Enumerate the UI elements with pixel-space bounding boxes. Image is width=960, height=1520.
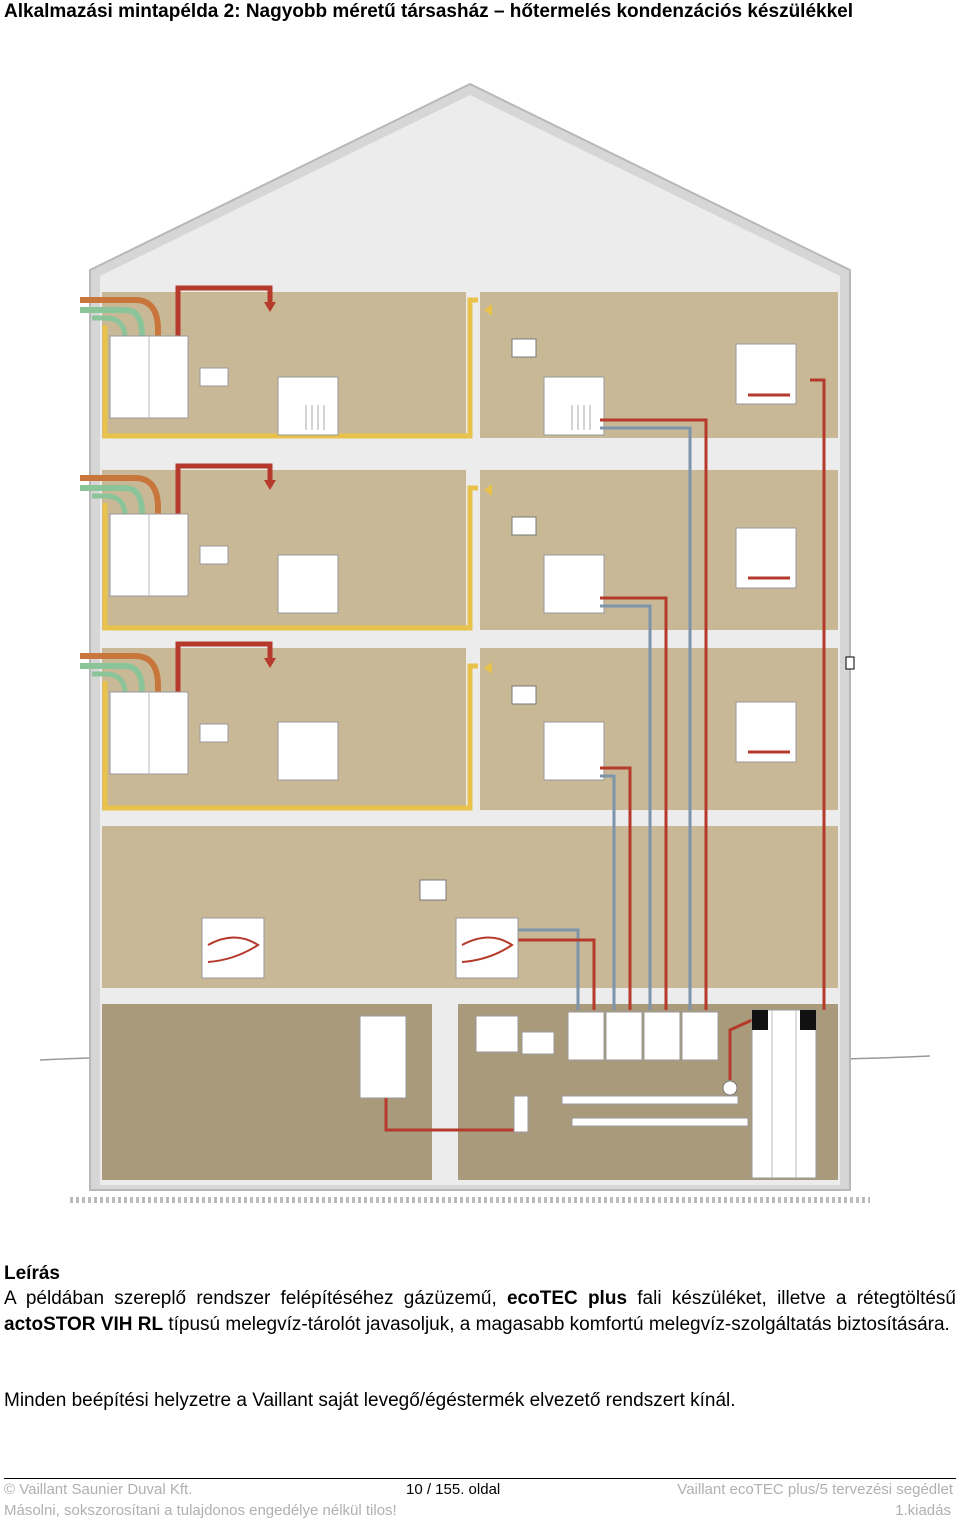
footer-doc-title: Vaillant ecoTEC plus/5 tervezési segédle…: [677, 1481, 953, 1498]
footer-copyright: © Vaillant Saunier Duval Kft.: [4, 1481, 193, 1498]
footer-notice: Másolni, sokszorosítani a tulajdonos eng…: [4, 1502, 397, 1519]
description-title: Leírás: [4, 1263, 60, 1284]
description-paragraph-1: A példában szereplő rendszer felépítéséh…: [4, 1288, 956, 1335]
footer-divider: [4, 1478, 956, 1479]
footer-page-number: 10 / 155. oldal: [406, 1481, 501, 1498]
description-paragraph-2: Minden beépítési helyzetre a Vaillant sa…: [4, 1390, 736, 1411]
flat-floor-1: [80, 285, 797, 439]
footer-edition: 1.kiadás: [895, 1502, 951, 1519]
storage-tank-icon: [751, 1009, 817, 1179]
flat-floor-3: [80, 641, 797, 811]
house-cross-section-icon: [39, 82, 931, 1203]
flat-floor-2: [80, 463, 797, 631]
page-heading: Alkalmazási mintapélda 2: Nagyobb méretű…: [4, 1, 853, 22]
